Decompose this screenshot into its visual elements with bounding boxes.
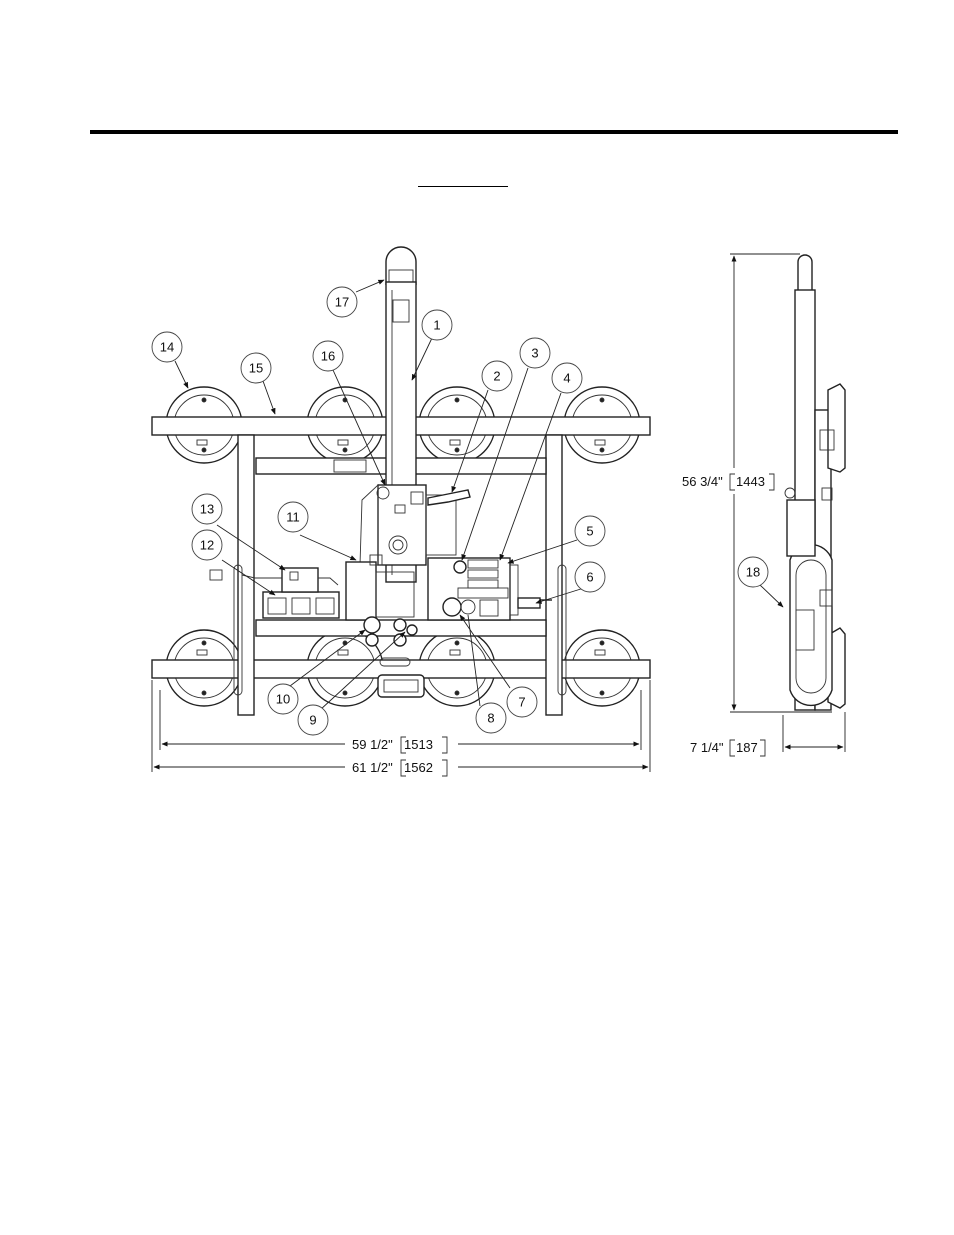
callout-14-label: 14 bbox=[160, 340, 174, 355]
callout-7: 7 bbox=[507, 687, 537, 717]
callout-14: 14 bbox=[152, 332, 182, 362]
callout-17-label: 17 bbox=[335, 295, 349, 310]
callout-13-label: 13 bbox=[200, 502, 214, 517]
pump-assembly bbox=[210, 568, 339, 618]
callout-16: 16 bbox=[313, 341, 343, 371]
dim-height-in: 56 3/4" bbox=[682, 474, 723, 489]
callout-1: 1 bbox=[422, 310, 452, 340]
callout-18-label: 18 bbox=[746, 565, 760, 580]
callout-17: 17 bbox=[327, 287, 357, 317]
callout-12-label: 12 bbox=[200, 538, 214, 553]
callout-15: 15 bbox=[241, 353, 271, 383]
right-rail bbox=[546, 435, 562, 715]
callout-8: 8 bbox=[476, 703, 506, 733]
dim-inner-width-mm: 1513 bbox=[404, 737, 433, 752]
callout-1-label: 1 bbox=[433, 318, 440, 333]
side-view bbox=[785, 255, 845, 710]
bottom-grip bbox=[378, 675, 424, 697]
dimension-lines bbox=[152, 254, 845, 772]
callout-5-label: 5 bbox=[586, 524, 593, 539]
dim-overall-width-mm: 1562 bbox=[404, 760, 433, 775]
callout-7-label: 7 bbox=[518, 695, 525, 710]
callout-9-label: 9 bbox=[309, 713, 316, 728]
vacuum-control-box bbox=[428, 558, 518, 620]
callout-6: 6 bbox=[575, 562, 605, 592]
callout-9: 9 bbox=[298, 705, 328, 735]
dim-height: 56 3/4" 1443 bbox=[682, 474, 774, 490]
dim-inner-width: 59 1/2" 1513 bbox=[352, 737, 447, 753]
callout-16-label: 16 bbox=[321, 349, 335, 364]
left-rail bbox=[238, 435, 254, 715]
callout-11-label: 11 bbox=[286, 510, 300, 525]
dim-overall-width-in: 61 1/2" bbox=[352, 760, 393, 775]
front-view bbox=[152, 247, 650, 715]
dim-height-mm: 1443 bbox=[736, 474, 765, 489]
dim-inner-width-in: 59 1/2" bbox=[352, 737, 393, 752]
callout-12: 12 bbox=[192, 530, 222, 560]
callout-2-label: 2 bbox=[493, 369, 500, 384]
callout-6-label: 6 bbox=[586, 570, 593, 585]
callout-10-label: 10 bbox=[276, 692, 290, 707]
callout-5: 5 bbox=[575, 516, 605, 546]
callout-11: 11 bbox=[278, 502, 308, 532]
callout-2: 2 bbox=[482, 361, 512, 391]
rotation-lever bbox=[428, 490, 470, 505]
dim-depth-in: 7 1/4" bbox=[690, 740, 724, 755]
callout-4-label: 4 bbox=[563, 371, 570, 386]
callout-15-label: 15 bbox=[249, 361, 263, 376]
callout-13: 13 bbox=[192, 494, 222, 524]
callout-3: 3 bbox=[520, 338, 550, 368]
callout-8-label: 8 bbox=[487, 711, 494, 726]
dim-overall-width: 61 1/2" 1562 bbox=[352, 760, 447, 776]
callout-4: 4 bbox=[552, 363, 582, 393]
callout-10: 10 bbox=[268, 684, 298, 714]
callout-3-label: 3 bbox=[531, 346, 538, 361]
dim-depth: 7 1/4" 187 bbox=[690, 740, 765, 756]
callout-18: 18 bbox=[738, 557, 768, 587]
dim-depth-mm: 187 bbox=[736, 740, 758, 755]
